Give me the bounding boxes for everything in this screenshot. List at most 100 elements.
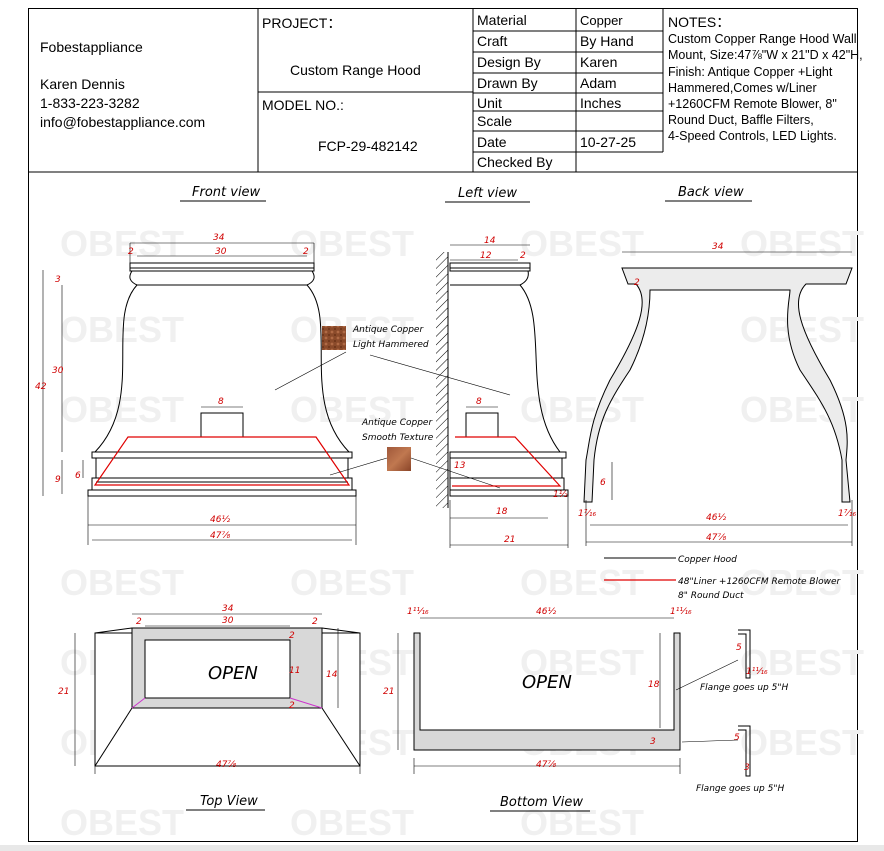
bottom-strip — [0, 845, 884, 851]
flange-note: Flange goes up 5"H — [696, 784, 784, 794]
legend-hood: Copper Hood — [678, 555, 737, 565]
spec-label: Drawn By — [477, 75, 538, 91]
dim-label: 1⁷⁄₁₆ — [578, 509, 596, 519]
dim-label: 21 — [58, 687, 69, 697]
dim-label: 47⅞ — [536, 760, 556, 770]
finish-label: Antique Copper — [361, 418, 433, 428]
left-dimension-lines — [449, 244, 569, 548]
spec-label: Material — [477, 12, 527, 28]
dim-label: 42 — [35, 382, 47, 392]
dim-label: 47⅞ — [210, 531, 230, 541]
dim-label: 2 — [128, 247, 134, 257]
top-open-label: OPEN — [208, 663, 258, 684]
dim-label: 6 — [75, 471, 81, 481]
notes-line: Mount, Size:47⅞"W x 21"D x 42"H, — [668, 48, 863, 62]
dim-label: 21 — [383, 687, 394, 697]
project-value: Custom Range Hood — [290, 62, 421, 78]
top-view — [94, 627, 361, 767]
dim-label: 46½ — [536, 607, 556, 617]
model-value: FCP-29-482142 — [318, 138, 418, 154]
watermark: OBEST — [740, 223, 864, 264]
dim-label: 46½ — [706, 513, 726, 523]
model-label: MODEL NO.: — [262, 97, 344, 113]
dim-label: 34 — [712, 242, 724, 252]
wall-hatch — [436, 252, 448, 508]
view-title-back: Back view — [678, 185, 744, 200]
dim-label: 2 — [634, 278, 640, 288]
watermark: OBEST — [740, 562, 864, 603]
dim-label: 3 — [744, 763, 750, 773]
dim-label: 3 — [650, 737, 656, 747]
flange-detail-lower — [738, 725, 751, 777]
dim-label: 18 — [496, 507, 508, 517]
legend-duct: 8" Round Duct — [678, 591, 744, 601]
dim-label: 5 — [736, 643, 742, 653]
spec-label: Craft — [477, 33, 508, 49]
dim-label: 1⁷⁄₁₆ — [838, 509, 856, 519]
dim-label: 46½ — [210, 515, 230, 525]
dim-label: 8 — [218, 397, 224, 407]
finish-label: Antique Copper — [352, 325, 424, 335]
front-dimension-lines — [42, 242, 357, 545]
dim-label: 34 — [213, 233, 225, 243]
watermark: OBEST — [290, 223, 414, 264]
bottom-dimension-lines — [397, 617, 681, 774]
dim-label: 2 — [289, 631, 295, 641]
watermark: OBEST — [290, 802, 414, 843]
spec-value: Inches — [580, 95, 622, 111]
watermark: OBEST — [60, 223, 184, 264]
legend-liner: 48"Liner +1260CFM Remote Blower — [678, 577, 842, 587]
back-dimension-lines — [585, 251, 853, 546]
title-block-grid — [28, 8, 858, 173]
dim-label: 18 — [648, 680, 660, 690]
front-view — [87, 262, 357, 497]
watermark: OBEST — [60, 802, 184, 843]
dim-label: 2 — [312, 617, 318, 627]
back-view — [583, 267, 853, 503]
dim-label: 6 — [600, 478, 606, 488]
watermark: OBEST — [520, 223, 644, 264]
watermark: OBEST — [290, 309, 414, 350]
smooth-swatch — [387, 447, 411, 471]
spec-label: Scale — [477, 113, 513, 129]
dim-label: 2 — [303, 247, 309, 257]
top-dimension-lines — [74, 613, 361, 774]
notes-line: Hammered,Comes w/Liner — [668, 81, 817, 95]
watermark: OBEST — [60, 389, 184, 430]
spec-label: Date — [477, 134, 507, 150]
bottom-view — [413, 632, 681, 751]
view-title-front: Front view — [192, 185, 261, 200]
watermark: OBEST — [520, 802, 644, 843]
notes-line: 4-Speed Controls, LED Lights. — [668, 129, 837, 143]
spec-value: 10-27-25 — [580, 134, 637, 150]
view-title-top: Top View — [200, 794, 258, 809]
left-view — [449, 262, 569, 497]
finish-label: Smooth Texture — [362, 433, 434, 443]
watermark: OBEST — [290, 389, 414, 430]
bottom-open-label: OPEN — [522, 672, 572, 693]
watermark: OBEST — [290, 562, 414, 603]
dim-label: 30 — [215, 247, 227, 257]
notes-line: +1260CFM Remote Blower, 8" — [668, 97, 837, 111]
view-title-bottom: Bottom View — [500, 795, 583, 810]
dim-label: 2 — [289, 701, 295, 711]
contact-email: info@fobestappliance.com — [40, 114, 206, 130]
dim-label: 3 — [55, 275, 61, 285]
dim-label: 13 — [454, 461, 466, 471]
flange-note: Flange goes up 5"H — [700, 683, 788, 693]
contact-name: Karen Dennis — [40, 76, 125, 92]
spec-label: Checked By — [477, 154, 553, 170]
dim-label: 2 — [136, 617, 142, 627]
dim-label: 30 — [52, 366, 64, 376]
spec-label: Design By — [477, 54, 541, 70]
left-liner-outline — [452, 436, 562, 487]
flange-detail-upper — [738, 629, 751, 679]
watermark: OBEST — [60, 309, 184, 350]
dim-label: 47⅞ — [216, 760, 236, 770]
dim-label: 1¹¹⁄₁₆ — [670, 607, 692, 617]
dim-label: 34 — [222, 604, 234, 614]
spec-value: Adam — [580, 75, 617, 91]
dim-label: 14 — [484, 236, 496, 246]
view-title-left: Left view — [458, 186, 517, 201]
